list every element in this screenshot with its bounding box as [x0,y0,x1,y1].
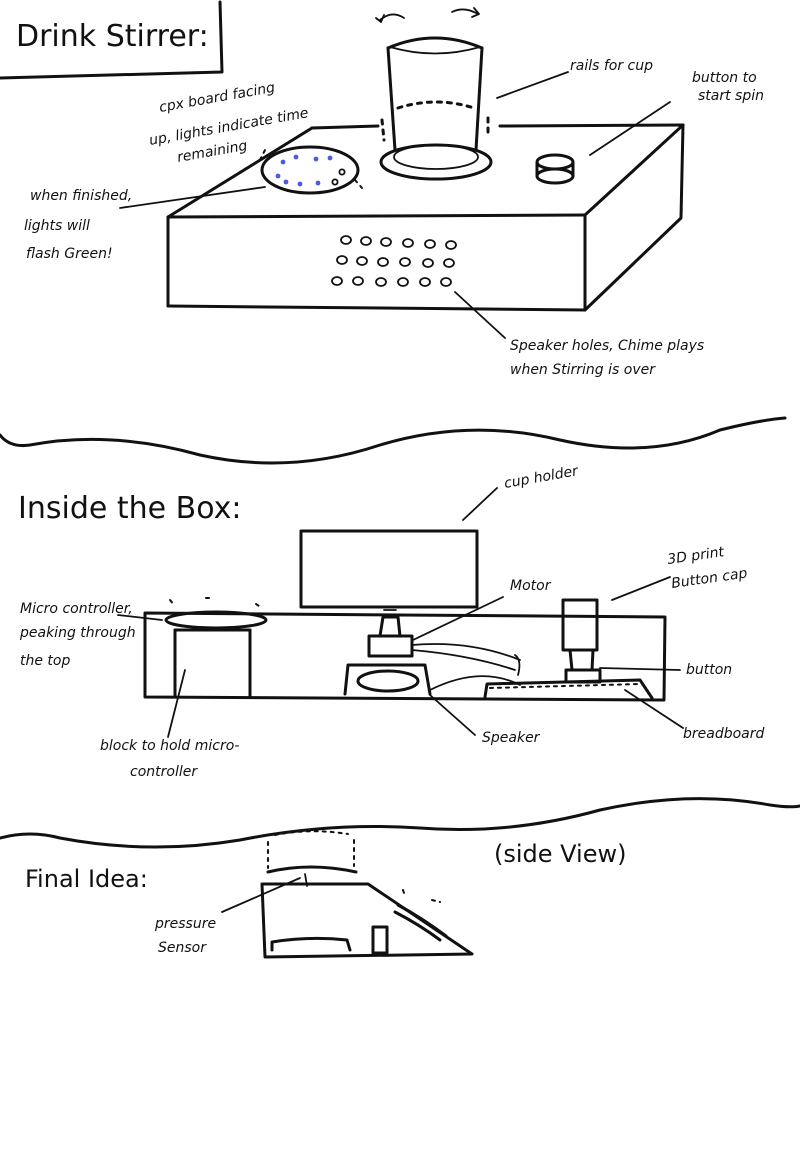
section-title-inside-box: Inside the Box: [18,491,242,526]
led-light [283,179,289,185]
start-button-drawing [535,153,575,185]
section-title-side-view: (side View) [494,840,626,868]
leader-lines-top [119,71,671,339]
label-cpx-1: cpx board facing [158,80,276,116]
label-speaker: Speaker [482,730,541,746]
label-finished-2: lights will [24,218,90,234]
label-micro-3: the top [20,653,70,669]
inside-box-outline [143,529,667,702]
speaker-holes [331,235,457,287]
led-light [280,159,286,165]
label-finished-3: flash Green! [26,246,113,262]
title-box: Drink Stirrer: [0,0,224,80]
divider-wave-1 [0,416,787,465]
leader-lines-inside [117,487,684,738]
cup-drawing [375,7,493,181]
label-button: button [686,662,732,678]
label-button-spin-1: button to [692,70,757,86]
led-light [275,173,281,179]
label-pressure-1: pressure [154,916,216,932]
divider-wave-2 [0,797,800,849]
led-light [313,156,319,162]
final-idea-drawing [260,830,474,959]
label-pressure-2: Sensor [158,940,207,956]
label-block-1: block to hold micro- [100,738,239,754]
label-finished-1: when finished, [30,188,132,204]
label-cup-holder: cup holder [503,463,580,492]
section-title-drink-stirrer: Drink Stirrer: [16,19,209,54]
label-print-cap-2: Button cap [670,565,748,592]
label-speaker-holes-2: when Stirring is over [510,362,656,378]
leader-pressure [221,877,301,913]
label-rails: rails for cup [570,58,653,74]
led-light [297,181,303,187]
label-block-2: controller [130,764,198,780]
stirrer-box [166,123,685,312]
led-light [315,180,321,186]
label-breadboard: breadboard [683,726,765,742]
led-light [327,155,333,161]
label-button-spin-2: start spin [698,88,764,104]
cpx-board [259,145,363,195]
label-motor: Motor [510,578,552,594]
label-speaker-holes-1: Speaker holes, Chime plays [510,338,704,354]
label-print-cap-1: 3D print [666,544,725,568]
section-title-final-idea: Final Idea: [25,865,148,893]
label-micro-1: Micro controller, [20,601,133,617]
led-light [293,154,299,160]
label-micro-2: peaking through [19,625,136,641]
